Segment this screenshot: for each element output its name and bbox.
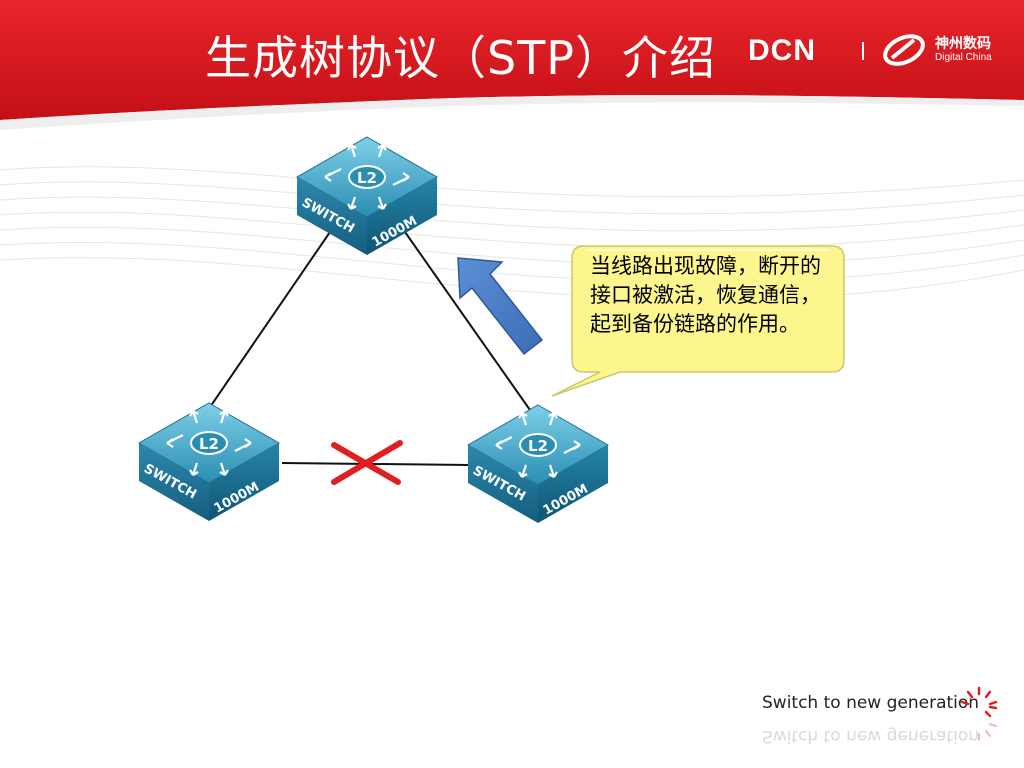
- digital-china-en: Digital China: [935, 52, 992, 63]
- logo-divider: [862, 42, 864, 60]
- switch-right: L2 SWITCH 1000M: [466, 404, 610, 523]
- switch-arrows-icon: [495, 412, 581, 478]
- footer-tagline-reflection: Switch to new generation: [762, 726, 980, 746]
- callout-text: 当线路出现故障，断开的接口被激活，恢复通信，起到备份链路的作用。: [590, 254, 821, 336]
- blocked-link-cross-icon: [331, 440, 403, 485]
- link-top-right: [404, 231, 531, 411]
- switch-arrows-icon: [166, 410, 252, 476]
- page-title: 生成树协议（STP）介绍: [205, 31, 717, 85]
- switch-left: L2 SWITCH 1000M: [137, 402, 281, 521]
- link-top-left: [207, 231, 331, 411]
- dcn-logo: DCN: [748, 34, 816, 67]
- digital-china-cn: 神州数码: [935, 36, 991, 52]
- sunburst-icon: [960, 686, 998, 741]
- switch-right-layer: L2: [528, 437, 548, 455]
- switch-top-layer: L2: [357, 169, 377, 187]
- switch-arrows-icon: [324, 144, 410, 210]
- link-left-right-blocked: [281, 462, 471, 466]
- callout-bubble: [551, 245, 845, 397]
- switch-top: L2 SWITCH 1000M: [295, 136, 439, 255]
- digital-china-logo-icon: [883, 34, 925, 66]
- switch-left-layer: L2: [199, 435, 219, 453]
- footer-tagline: Switch to new generation: [762, 693, 980, 713]
- activation-arrow-icon: [457, 257, 544, 356]
